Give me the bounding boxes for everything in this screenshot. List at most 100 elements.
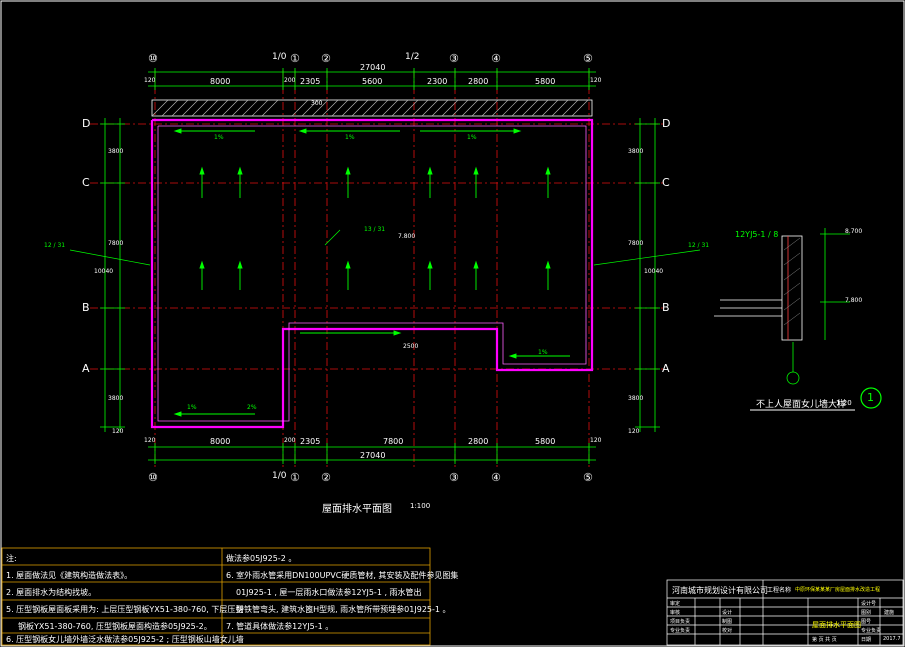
- detail-title: 不上人屋面女儿墙大样: [756, 400, 847, 410]
- roof-outline: [150, 118, 594, 429]
- axis-bubble: ①: [290, 52, 300, 65]
- detail-number-circle: [860, 387, 882, 409]
- tb-field: 设计号: [861, 601, 877, 607]
- tb-label: 审定: [670, 601, 681, 607]
- drain-arrows: [173, 128, 570, 417]
- notes-table: [1, 547, 431, 646]
- sheet-number: 第 页 共 页: [812, 637, 837, 643]
- note-line: 6. 室外雨水管采用DN100UPVC硬质管材, 其安装及配件参见图集: [226, 571, 459, 580]
- axis-bubble: ④: [491, 471, 501, 484]
- slope-label: 2%: [247, 404, 257, 411]
- company-name: 河南城市规划设计有限公司: [672, 586, 768, 595]
- dim-right: 3800: [628, 148, 644, 155]
- grid-lines: [90, 70, 665, 470]
- dim-bottom-seg: 200: [284, 437, 296, 444]
- note-line: 1. 屋面做法见《建筑构造做法表》。: [6, 571, 133, 580]
- note-line: 2. 屋面排水为结构找坡。: [6, 588, 97, 597]
- elevation-roof: 7.800: [398, 233, 416, 240]
- dim-right: 10040: [644, 268, 664, 275]
- dim-bottom-seg: 7800: [383, 437, 404, 446]
- tb-field: 图号: [861, 619, 872, 625]
- detail-scale: 1:20: [836, 399, 852, 407]
- dim-bottom-seg: 5800: [535, 437, 556, 446]
- dim-bottom-seg: 2800: [468, 437, 489, 446]
- axis-bubble: ⑤: [583, 471, 593, 484]
- axis-bubble: 1/0: [272, 471, 287, 481]
- tb-field: 专业负责: [861, 628, 882, 634]
- note-line: 钢板YX51-380-760, 压型钢板屋面构造参05J925-2。: [18, 622, 212, 631]
- row-bubble: B: [662, 301, 670, 314]
- tb-label: 设计: [722, 610, 733, 616]
- elevation-detail-base: 7.800: [845, 297, 863, 304]
- dim-top-seg: 8000: [210, 77, 231, 86]
- note-line: 01J925-1 , 屋一层雨水口做法参12YJ5-1 , 雨水管出: [236, 588, 422, 597]
- axis-bubble: ②: [321, 52, 331, 65]
- axis-bubble: ⑤: [583, 52, 593, 65]
- parapet-detail: [714, 228, 850, 385]
- dim-bottom-seg: 120: [590, 437, 602, 444]
- tb-field: 日期: [861, 637, 872, 643]
- dim-top-total: 27040: [360, 63, 386, 72]
- axis-bubble: ③: [449, 52, 459, 65]
- dim-inner: 300: [311, 100, 323, 107]
- dim-left: 120: [112, 428, 124, 435]
- row-bubble: C: [662, 176, 670, 189]
- dim-left: 10040: [94, 268, 114, 275]
- axis-bubble: ⑩: [148, 52, 158, 65]
- axis-bubble: 1/0: [272, 52, 287, 62]
- axis-bubble: 1/2: [405, 52, 420, 62]
- dim-left: 3800: [108, 395, 124, 402]
- dim-inner: 2500: [403, 343, 419, 350]
- tb-label: 专业负责: [670, 628, 691, 634]
- project-name: 中原环保某某某厂房屋面排水改造工程: [795, 587, 881, 593]
- plan-title: 屋面排水平面图: [322, 504, 392, 515]
- row-bubble: A: [662, 362, 670, 375]
- note-line: 铸铁管弯头, 建筑水篦H型规, 雨水管所带预埋参01J925-1 。: [236, 605, 451, 614]
- elevation-parapet: 8.700: [845, 228, 863, 235]
- plan-scale: 1:100: [410, 502, 431, 510]
- dim-top-seg: 2800: [468, 77, 489, 86]
- tb-value: 2017.7: [883, 636, 901, 642]
- project-label: 工程名称: [767, 587, 792, 594]
- dim-left: 7800: [108, 240, 124, 247]
- slope-label: 1%: [214, 134, 224, 141]
- dim-top-seg: 5800: [535, 77, 556, 86]
- row-bubble: D: [82, 117, 91, 130]
- callout-right: 12 / 31: [688, 242, 710, 249]
- row-bubble: C: [82, 176, 90, 189]
- note-line: 6. 压型钢板女儿墙外墙泛水做法参05J925-2 ; 压型钢板山墙女儿墙: [6, 635, 244, 644]
- dim-right: 120: [628, 428, 640, 435]
- row-bubble: B: [82, 301, 90, 314]
- tb-label: 制图: [722, 619, 733, 625]
- dim-top-seg: 5600: [362, 77, 383, 86]
- slope-label: 1%: [467, 134, 477, 141]
- callout-left: 12 / 31: [44, 242, 66, 249]
- dim-bottom-seg: 2305: [300, 437, 321, 446]
- dim-top-seg: 2305: [300, 77, 321, 86]
- callout-center: 13 / 31: [364, 226, 386, 233]
- axis-bubble: ⑩: [148, 471, 158, 484]
- dimension-lines: [100, 68, 660, 464]
- tb-label: 项目负责: [670, 619, 691, 625]
- drawing-name: 屋面排水平面图: [812, 621, 861, 629]
- detail-number: 1: [867, 391, 874, 404]
- title-block: [666, 579, 904, 646]
- row-bubble: A: [82, 362, 90, 375]
- dim-top-seg: 120: [144, 77, 156, 84]
- dim-bottom-seg: 120: [144, 437, 156, 444]
- axis-bubble: ①: [290, 471, 300, 484]
- notes-header: 注:: [6, 554, 17, 563]
- dim-left: 3800: [108, 148, 124, 155]
- axis-bubble: ③: [449, 471, 459, 484]
- dim-top-seg: 200: [284, 77, 296, 84]
- axis-bubble: ④: [491, 52, 501, 65]
- detail-callout: 12YJ5-1 / 8: [735, 230, 779, 239]
- dim-right: 7800: [628, 240, 644, 247]
- dim-bottom-seg: 8000: [210, 437, 231, 446]
- tb-label: 校对: [722, 628, 733, 634]
- note-line: 5. 压型钢板屋面板采用为: 上层压型钢板YX51-380-760, 下层压型: [6, 605, 244, 614]
- tb-value: 建施: [884, 610, 895, 616]
- note-line: 7. 管道具体做法参12YJ5-1 。: [226, 622, 334, 631]
